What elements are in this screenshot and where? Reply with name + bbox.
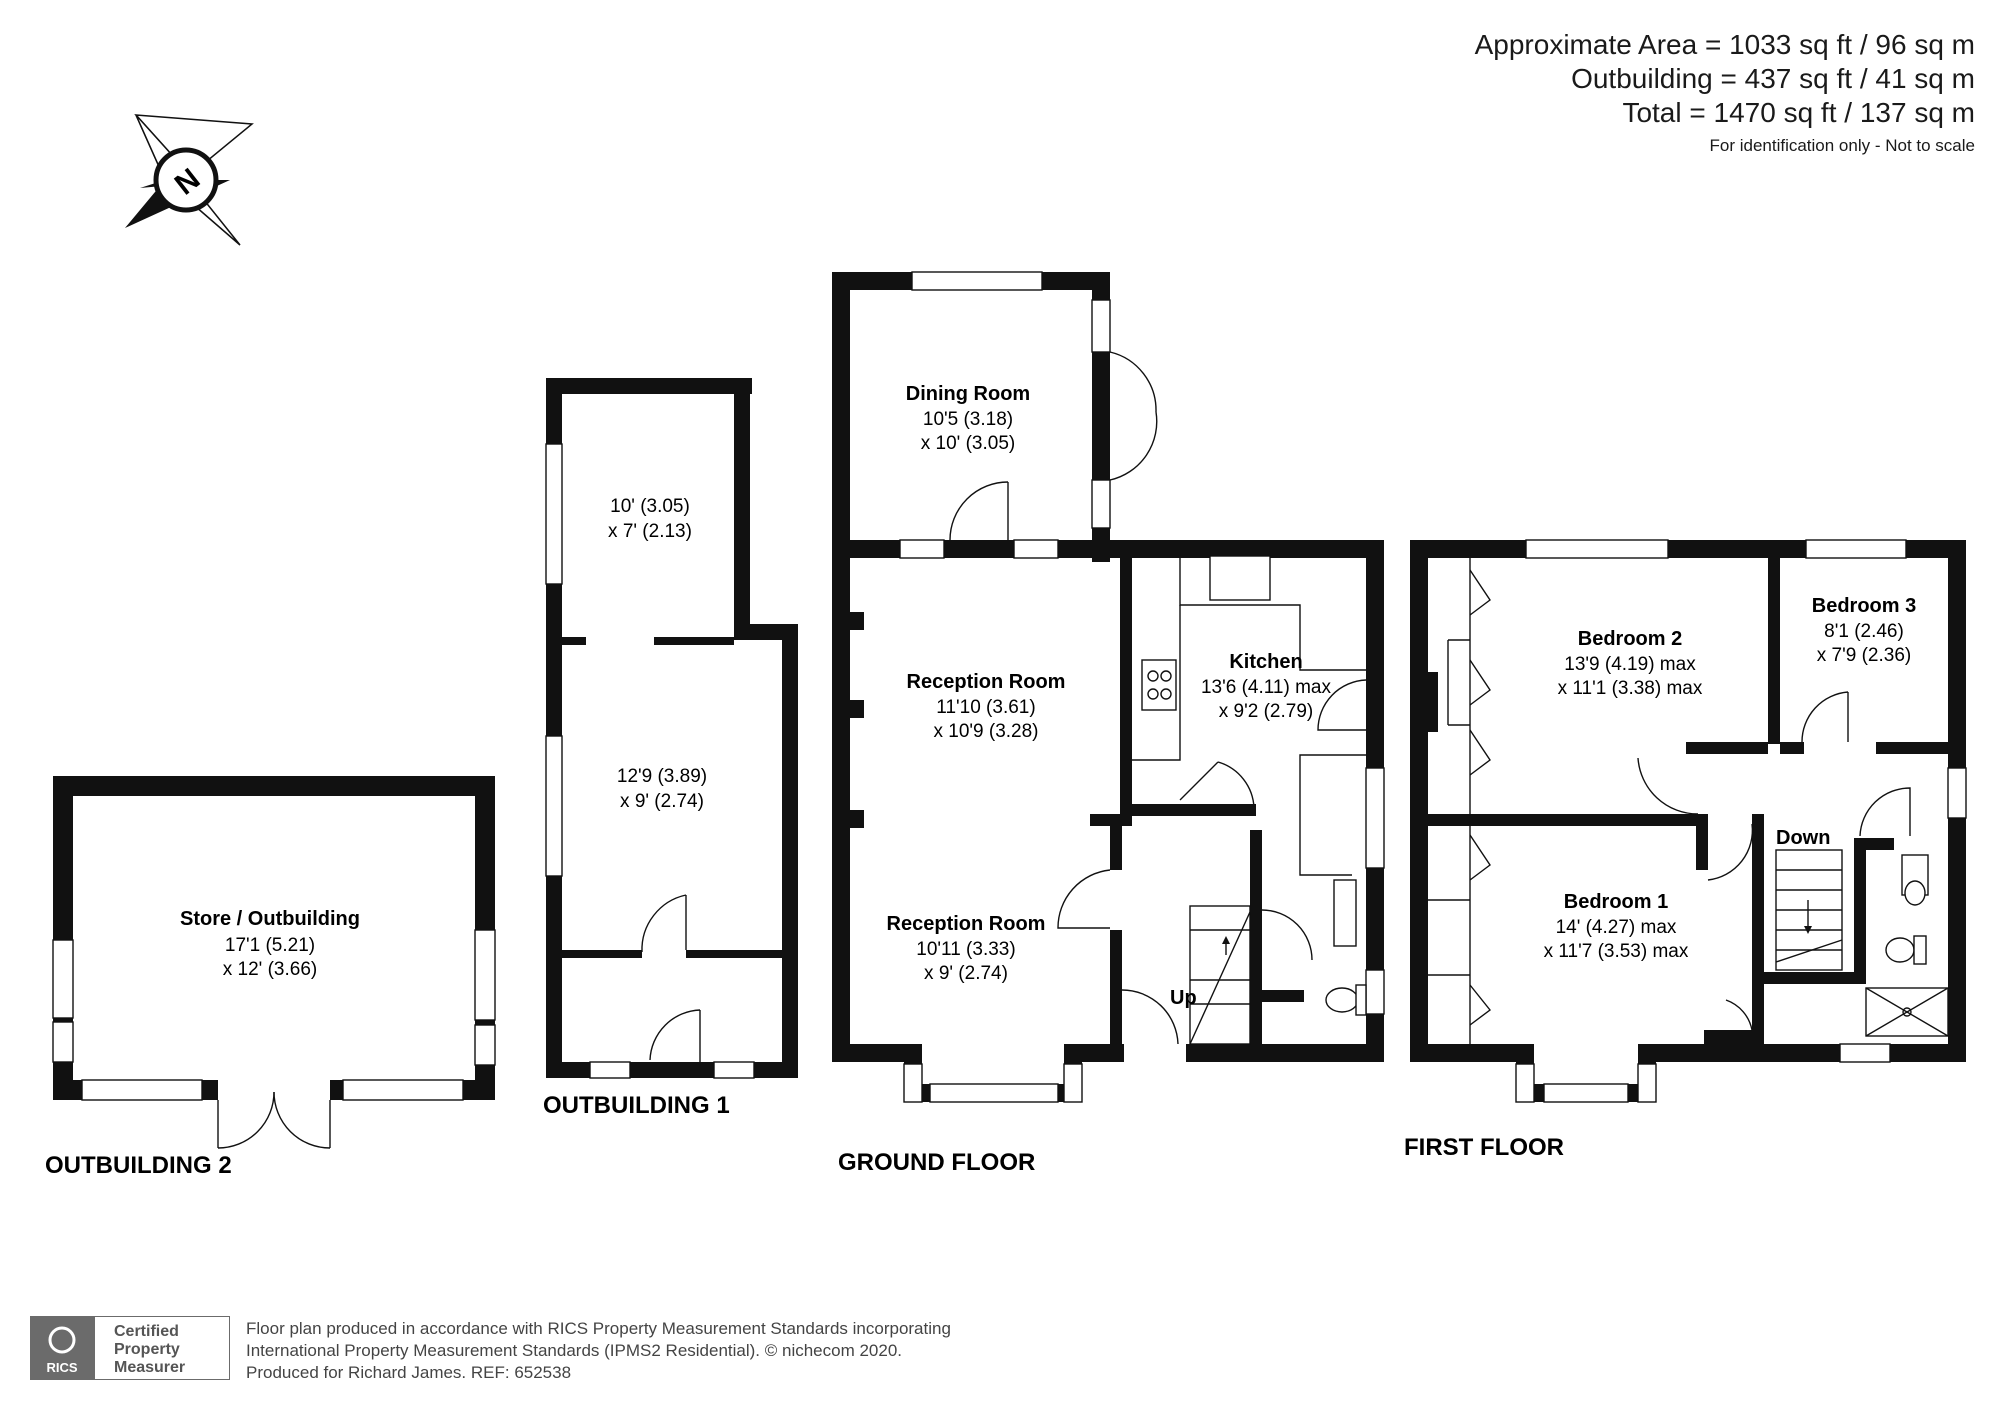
footer-line-1: Floor plan produced in accordance with R… (246, 1319, 951, 1338)
bedroom-3-dim1: 8'1 (2.46) (1824, 621, 1904, 642)
kitchen-dim1: 13'6 (4.11) max (1201, 677, 1332, 698)
footer-line-3: Produced for Richard James. REF: 652538 (246, 1363, 572, 1382)
store-outbuilding-dim1: 17'1 (5.21) (225, 935, 315, 956)
dining-room-dim1: 10'5 (3.18) (923, 409, 1013, 430)
outbuilding-area: Outbuilding = 437 sq ft / 41 sq m (1571, 63, 1975, 94)
bedroom-3-name: Bedroom 3 (1812, 595, 1916, 617)
outbuilding-1-room-a-dim2: x 7' (2.13) (608, 521, 692, 542)
store-outbuilding-name: Store / Outbuilding (180, 908, 360, 930)
badge-line-2: Property (114, 1341, 180, 1358)
outbuilding-1-room-b-dim1: 12'9 (3.89) (617, 766, 707, 787)
outbuilding-2-label: OUTBUILDING 2 (45, 1152, 232, 1179)
outbuilding-2 (52, 776, 496, 1149)
rics-logo-text: RICS (46, 1360, 77, 1375)
bedroom-2-dim2: x 11'1 (3.38) max (1558, 678, 1703, 699)
disclaimer: For identification only - Not to scale (1709, 136, 1975, 155)
compass-north-icon: N (125, 114, 254, 246)
area-summary: Approximate Area = 1033 sq ft / 96 sq m … (1475, 28, 1975, 156)
dining-room-name: Dining Room (906, 383, 1030, 405)
bedroom-2-dim1: 13'9 (4.19) max (1564, 654, 1696, 675)
bedroom-1-dim2: x 11'7 (3.53) max (1544, 941, 1689, 962)
dining-room-dim2: x 10' (3.05) (921, 433, 1015, 454)
first-floor-label: FIRST FLOOR (1404, 1134, 1564, 1161)
kitchen-dim2: x 9'2 (2.79) (1219, 701, 1313, 722)
reception-room-2-name: Reception Room (887, 913, 1046, 935)
reception-room-1-dim2: x 10'9 (3.28) (933, 721, 1038, 742)
outbuilding-1-label: OUTBUILDING 1 (543, 1092, 730, 1119)
stairs-up-label: Up (1170, 987, 1197, 1009)
badge-line-3: Measurer (114, 1359, 185, 1376)
outbuilding-1-room-a-dim1: 10' (3.05) (610, 496, 690, 517)
bedroom-1-name: Bedroom 1 (1564, 891, 1668, 913)
ground-floor (832, 271, 1385, 1103)
first-floor (1410, 539, 1967, 1103)
outbuilding-1-room-b-dim2: x 9' (2.74) (620, 791, 704, 812)
badge-line-1: Certified (114, 1323, 179, 1340)
bedroom-3-dim2: x 7'9 (2.36) (1817, 645, 1911, 666)
rics-badge: RICS Certified Property Measurer (30, 1316, 230, 1380)
approx-area: Approximate Area = 1033 sq ft / 96 sq m (1474, 29, 1975, 60)
bedroom-1-dim1: 14' (4.27) max (1556, 917, 1677, 938)
reception-room-1-name: Reception Room (907, 671, 1066, 693)
reception-room-1-dim1: 11'10 (3.61) (936, 697, 1035, 718)
reception-room-2-dim2: x 9' (2.74) (924, 963, 1008, 984)
ground-floor-label: GROUND FLOOR (838, 1149, 1035, 1176)
footer-text: Floor plan produced in accordance with R… (246, 1318, 951, 1384)
total-area: Total = 1470 sq ft / 137 sq m (1622, 97, 1975, 128)
bedroom-2-name: Bedroom 2 (1578, 628, 1682, 650)
footer-line-2: International Property Measurement Stand… (246, 1341, 903, 1360)
stairs-down-label: Down (1776, 827, 1830, 849)
reception-room-2-dim1: 10'11 (3.33) (916, 939, 1015, 960)
store-outbuilding-dim2: x 12' (3.66) (223, 959, 317, 980)
outbuilding-1 (545, 378, 798, 1079)
kitchen-name: Kitchen (1229, 651, 1302, 673)
